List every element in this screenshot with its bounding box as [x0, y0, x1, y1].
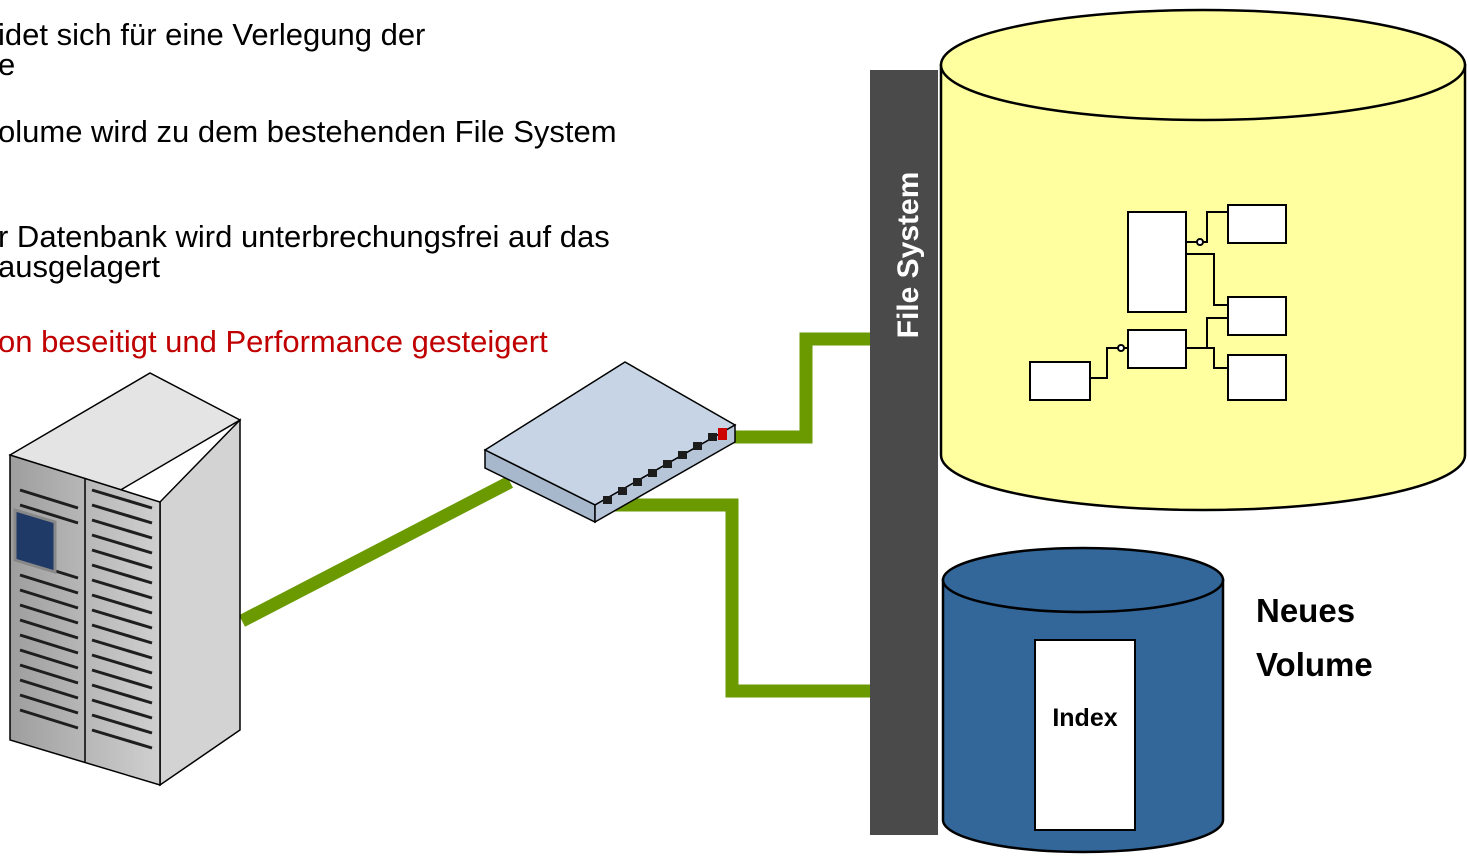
- index-label: Index: [1052, 704, 1117, 732]
- bullet-2-line-1: olume wird zu dem bestehenden File Syste…: [0, 114, 617, 149]
- er-connector-dot: [1196, 238, 1204, 246]
- index-block: [1034, 639, 1136, 831]
- er-connector-dot: [1117, 344, 1125, 352]
- database-cylinder: [939, 8, 1467, 512]
- bullet-4-highlight: on beseitigt und Performance gesteigert: [0, 324, 548, 359]
- switch-ports: [603, 433, 717, 504]
- bullet-1: idet sich für eine Verlegung der e: [0, 17, 426, 82]
- cables: [239, 332, 870, 698]
- cable-server-to-switch: [239, 476, 513, 627]
- vent-slats: [19, 488, 153, 750]
- bullet-2: olume wird zu dem bestehenden File Syste…: [0, 114, 617, 149]
- er-diagram: [1029, 204, 1287, 401]
- bullet-4-line-1: on beseitigt und Performance gesteigert: [0, 324, 548, 359]
- new-volume-label-line-2: Volume: [1256, 646, 1373, 683]
- network-switch: [483, 361, 737, 524]
- filesystem-bar: File System: [870, 70, 938, 835]
- bullet-1-line-2: e: [0, 47, 16, 82]
- new-volume-label: Neues Volume: [1256, 592, 1373, 683]
- bullet-3: r Datenbank wird unterbrechungsfrei auf …: [0, 219, 610, 284]
- rack-display: [13, 507, 57, 575]
- bullet-3-line-2: ausgelagert: [0, 249, 161, 284]
- bullet-1-line-1: idet sich für eine Verlegung der: [0, 17, 426, 52]
- new-volume-label-line-1: Neues: [1256, 592, 1355, 629]
- cable-switch-to-database: [718, 332, 870, 444]
- er-entity-3: [1127, 329, 1187, 369]
- new-volume-cylinder: Index: [941, 546, 1225, 854]
- er-entity-1: [1227, 204, 1287, 244]
- bullet-3-line-1: r Datenbank wird unterbrechungsfrei auf …: [0, 219, 610, 254]
- er-entity-4: [1227, 354, 1287, 401]
- er-entity-main: [1127, 211, 1187, 313]
- cable-switch-to-new-volume: [583, 498, 870, 698]
- er-entity-2: [1227, 296, 1287, 336]
- server-rack: [8, 372, 242, 787]
- filesystem-label: File System: [892, 172, 925, 339]
- switch-uplink-port: [718, 428, 727, 440]
- er-entity-5: [1029, 361, 1091, 401]
